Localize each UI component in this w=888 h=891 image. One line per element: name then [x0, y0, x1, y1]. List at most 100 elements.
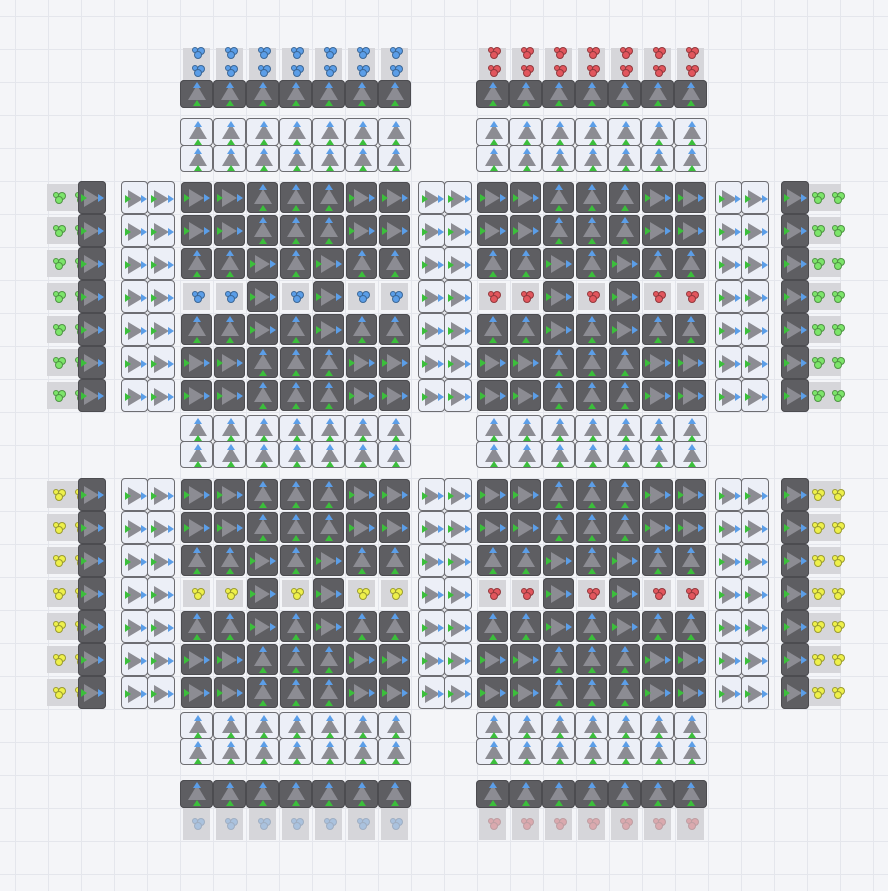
machine-tile[interactable]	[715, 511, 742, 544]
machine-tile[interactable]	[214, 545, 245, 576]
machine-tile[interactable]	[147, 346, 175, 379]
machine-tile[interactable]	[675, 248, 706, 279]
machine-tile[interactable]	[476, 712, 509, 739]
machine-tile[interactable]	[477, 479, 508, 510]
machine-tile[interactable]	[741, 478, 769, 511]
machine-tile[interactable]	[576, 644, 607, 675]
machine-tile[interactable]	[121, 247, 148, 280]
machine-tile[interactable]	[312, 118, 345, 146]
machine-tile[interactable]	[543, 512, 574, 543]
machine-tile[interactable]	[246, 415, 279, 442]
machine-tile[interactable]	[313, 545, 344, 576]
machine-tile[interactable]	[609, 314, 640, 345]
machine-tile[interactable]	[781, 643, 809, 676]
machine-tile[interactable]	[279, 415, 312, 442]
machine-tile[interactable]	[642, 182, 673, 213]
machine-tile[interactable]	[78, 511, 106, 544]
machine-tile[interactable]	[313, 248, 344, 279]
machine-tile[interactable]	[444, 313, 472, 346]
machine-tile[interactable]	[346, 545, 377, 576]
machine-tile[interactable]	[121, 676, 148, 709]
machine-tile[interactable]	[313, 215, 344, 246]
machine-tile[interactable]	[121, 610, 148, 643]
machine-tile[interactable]	[543, 347, 574, 378]
machine-tile[interactable]	[246, 780, 279, 808]
machine-tile[interactable]	[214, 512, 245, 543]
machine-tile[interactable]	[575, 780, 608, 808]
machine-tile[interactable]	[675, 512, 706, 543]
machine-tile[interactable]	[213, 441, 246, 468]
machine-tile[interactable]	[246, 712, 279, 739]
machine-tile[interactable]	[510, 545, 541, 576]
machine-tile[interactable]	[609, 479, 640, 510]
machine-tile[interactable]	[715, 643, 742, 676]
machine-tile[interactable]	[510, 479, 541, 510]
machine-tile[interactable]	[608, 415, 641, 442]
machine-tile[interactable]	[715, 313, 742, 346]
machine-tile[interactable]	[741, 214, 769, 247]
machine-tile[interactable]	[147, 313, 175, 346]
machine-tile[interactable]	[715, 544, 742, 577]
machine-tile[interactable]	[147, 214, 175, 247]
machine-tile[interactable]	[147, 379, 175, 412]
machine-tile[interactable]	[181, 182, 212, 213]
machine-tile[interactable]	[313, 347, 344, 378]
machine-tile[interactable]	[741, 511, 769, 544]
machine-tile[interactable]	[444, 511, 472, 544]
machine-tile[interactable]	[418, 214, 445, 247]
machine-tile[interactable]	[477, 677, 508, 708]
machine-tile[interactable]	[247, 611, 278, 642]
machine-tile[interactable]	[444, 247, 472, 280]
machine-tile[interactable]	[181, 380, 212, 411]
machine-tile[interactable]	[379, 215, 410, 246]
machine-tile[interactable]	[641, 780, 674, 808]
machine-tile[interactable]	[781, 247, 809, 280]
machine-tile[interactable]	[214, 314, 245, 345]
machine-tile[interactable]	[147, 544, 175, 577]
machine-tile[interactable]	[312, 145, 345, 172]
machine-tile[interactable]	[379, 644, 410, 675]
machine-tile[interactable]	[674, 415, 707, 442]
machine-tile[interactable]	[147, 280, 175, 313]
machine-tile[interactable]	[741, 379, 769, 412]
machine-tile[interactable]	[444, 544, 472, 577]
machine-tile[interactable]	[575, 712, 608, 739]
machine-tile[interactable]	[444, 280, 472, 313]
machine-tile[interactable]	[313, 182, 344, 213]
machine-tile[interactable]	[379, 611, 410, 642]
machine-tile[interactable]	[444, 676, 472, 709]
machine-tile[interactable]	[379, 248, 410, 279]
machine-tile[interactable]	[641, 712, 674, 739]
machine-tile[interactable]	[181, 644, 212, 675]
machine-tile[interactable]	[576, 545, 607, 576]
machine-tile[interactable]	[675, 677, 706, 708]
machine-tile[interactable]	[477, 314, 508, 345]
machine-tile[interactable]	[576, 347, 607, 378]
machine-tile[interactable]	[781, 577, 809, 610]
machine-tile[interactable]	[741, 676, 769, 709]
machine-tile[interactable]	[346, 611, 377, 642]
machine-tile[interactable]	[246, 738, 279, 765]
machine-tile[interactable]	[715, 280, 742, 313]
machine-tile[interactable]	[542, 780, 575, 808]
machine-tile[interactable]	[510, 512, 541, 543]
machine-tile[interactable]	[576, 182, 607, 213]
machine-tile[interactable]	[543, 611, 574, 642]
machine-tile[interactable]	[781, 181, 809, 214]
machine-tile[interactable]	[313, 314, 344, 345]
machine-tile[interactable]	[147, 610, 175, 643]
machine-tile[interactable]	[715, 379, 742, 412]
machine-tile[interactable]	[641, 738, 674, 765]
machine-tile[interactable]	[510, 248, 541, 279]
machine-tile[interactable]	[781, 280, 809, 313]
machine-tile[interactable]	[418, 610, 445, 643]
machine-tile[interactable]	[418, 478, 445, 511]
machine-tile[interactable]	[345, 780, 378, 808]
machine-tile[interactable]	[418, 280, 445, 313]
machine-tile[interactable]	[781, 511, 809, 544]
machine-tile[interactable]	[378, 780, 411, 808]
machine-tile[interactable]	[147, 577, 175, 610]
machine-tile[interactable]	[576, 215, 607, 246]
machine-tile[interactable]	[147, 643, 175, 676]
machine-tile[interactable]	[509, 415, 542, 442]
